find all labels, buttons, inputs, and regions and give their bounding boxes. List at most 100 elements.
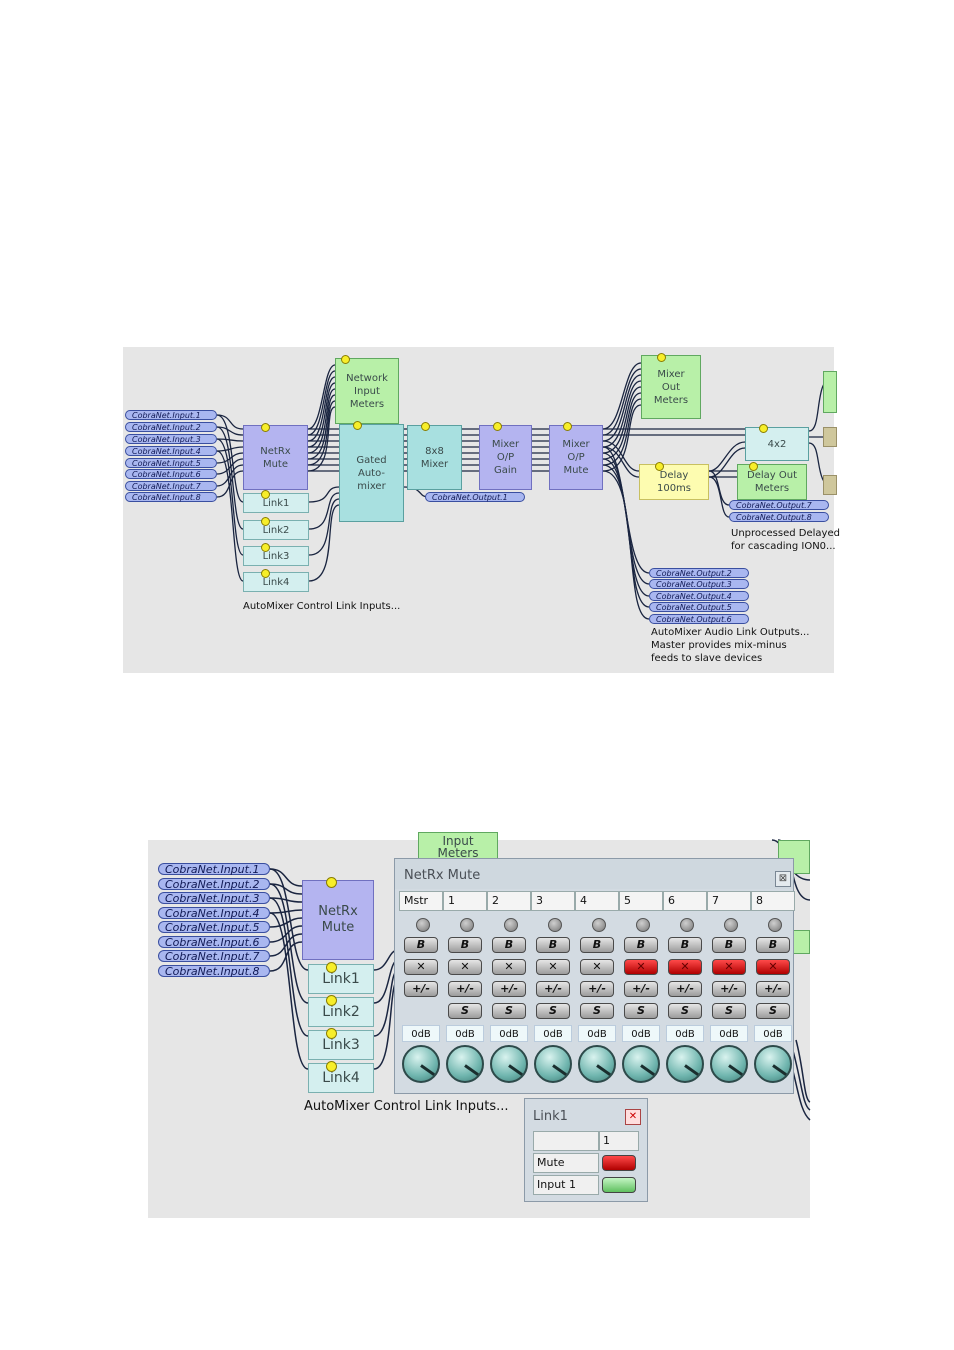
cobranet-input-pin[interactable]: CobraNet.Input.8 — [158, 965, 270, 977]
mute-button[interactable]: ✕ — [580, 959, 614, 975]
link3-block[interactable]: Link3 — [308, 1030, 374, 1060]
mixer-out-meters-block[interactable]: Mixer Out Meters — [641, 355, 701, 419]
mute-button[interactable]: ✕ — [756, 959, 790, 975]
cobranet-input-pin[interactable]: CobraNet.Input.2 — [158, 878, 270, 890]
matrix-4x2-block[interactable]: 4x2 — [745, 427, 809, 461]
solo-button[interactable]: S — [624, 1003, 658, 1019]
cobranet-input-pin[interactable]: CobraNet.Input.4 — [158, 907, 270, 919]
link2-block[interactable]: Link2 — [243, 520, 309, 540]
bypass-button[interactable]: B — [668, 937, 702, 953]
mute-button[interactable]: ✕ — [536, 959, 570, 975]
knob-pointer — [464, 1064, 479, 1076]
cobranet-output-pin[interactable]: CobraNet.Output.8 — [729, 512, 829, 522]
link3-block[interactable]: Link3 — [243, 546, 309, 566]
mute-button[interactable]: ✕ — [668, 959, 702, 975]
cobranet-input-pin[interactable]: CobraNet.Input.8 — [125, 492, 217, 502]
mute-button[interactable]: ✕ — [624, 959, 658, 975]
cobranet-input-pin[interactable]: CobraNet.Input.1 — [125, 410, 217, 420]
invert-button[interactable]: +/- — [668, 981, 702, 997]
link-mute-toggle[interactable] — [602, 1155, 636, 1171]
cobranet-output-pin[interactable]: CobraNet.Output.6 — [649, 614, 749, 624]
solo-button[interactable]: S — [448, 1003, 482, 1019]
invert-button[interactable]: +/- — [404, 981, 438, 997]
cobranet-input-pin[interactable]: CobraNet.Input.4 — [125, 446, 217, 456]
block-indicator-led — [563, 422, 572, 431]
offscreen-block[interactable] — [823, 475, 837, 495]
solo-button[interactable]: S — [712, 1003, 746, 1019]
mixer-8x8-block[interactable]: 8x8 Mixer — [407, 425, 462, 490]
cobranet-input-pin[interactable]: CobraNet.Input.7 — [125, 481, 217, 491]
bypass-button[interactable]: B — [404, 937, 438, 953]
close-icon[interactable]: ✕ — [625, 1109, 641, 1125]
cobranet-input-pin[interactable]: CobraNet.Input.6 — [158, 936, 270, 948]
cobranet-input-pin[interactable]: CobraNet.Input.1 — [158, 863, 270, 875]
link4-block[interactable]: Link4 — [308, 1063, 374, 1093]
link1-block[interactable]: Link1 — [243, 493, 309, 513]
offscreen-block[interactable] — [823, 427, 837, 447]
invert-button[interactable]: +/- — [624, 981, 658, 997]
solo-button[interactable]: S — [536, 1003, 570, 1019]
solo-button[interactable]: S — [580, 1003, 614, 1019]
invert-button[interactable]: +/- — [712, 981, 746, 997]
gain-knob[interactable] — [578, 1045, 616, 1083]
gated-automixer-block[interactable]: Gated Auto- mixer — [339, 424, 404, 522]
bypass-button[interactable]: B — [624, 937, 658, 953]
invert-button[interactable]: +/- — [580, 981, 614, 997]
gain-knob[interactable] — [710, 1045, 748, 1083]
gain-knob[interactable] — [446, 1045, 484, 1083]
invert-button[interactable]: +/- — [448, 981, 482, 997]
link4-block[interactable]: Link4 — [243, 572, 309, 592]
cobranet-input-pin[interactable]: CobraNet.Input.5 — [158, 921, 270, 933]
close-icon[interactable]: ⊠ — [775, 871, 791, 887]
link2-block[interactable]: Link2 — [308, 997, 374, 1027]
bypass-button[interactable]: B — [712, 937, 746, 953]
gain-knob[interactable] — [666, 1045, 704, 1083]
window-titlebar[interactable] — [395, 859, 793, 889]
bypass-button[interactable]: B — [536, 937, 570, 953]
delay-out-meters-block[interactable]: Delay Out Meters — [737, 464, 807, 500]
mute-button[interactable]: ✕ — [448, 959, 482, 975]
delay-block[interactable]: Delay 100ms — [639, 464, 709, 500]
cobranet-output-pin[interactable]: CobraNet.Output.7 — [729, 500, 829, 510]
bypass-button[interactable]: B — [580, 937, 614, 953]
cobranet-output-pin[interactable]: CobraNet.Output.3 — [649, 579, 749, 589]
gain-knob[interactable] — [622, 1045, 660, 1083]
netrx-mute-block[interactable]: NetRx Mute — [302, 880, 374, 960]
cobranet-output-pin[interactable]: CobraNet.Output.1 — [425, 492, 525, 502]
cobranet-input-pin[interactable]: CobraNet.Input.7 — [158, 950, 270, 962]
cobranet-output-pin[interactable]: CobraNet.Output.4 — [649, 591, 749, 601]
invert-button[interactable]: +/- — [492, 981, 526, 997]
mixer-op-mute-block[interactable]: Mixer O/P Mute — [549, 425, 603, 490]
invert-button[interactable]: +/- — [756, 981, 790, 997]
knob-pointer — [772, 1064, 787, 1076]
invert-button[interactable]: +/- — [536, 981, 570, 997]
cobranet-input-pin[interactable]: CobraNet.Input.2 — [125, 422, 217, 432]
solo-button[interactable]: S — [756, 1003, 790, 1019]
solo-button[interactable]: S — [668, 1003, 702, 1019]
network-input-meters-block[interactable]: Network Input Meters — [335, 358, 399, 424]
link-input-toggle[interactable] — [602, 1177, 636, 1193]
cobranet-input-pin[interactable]: CobraNet.Input.5 — [125, 458, 217, 468]
cobranet-input-pin[interactable]: CobraNet.Input.3 — [158, 892, 270, 904]
mute-button[interactable]: ✕ — [492, 959, 526, 975]
gain-knob[interactable] — [534, 1045, 572, 1083]
cobranet-input-pin[interactable]: CobraNet.Input.3 — [125, 434, 217, 444]
mixer-op-gain-block[interactable]: Mixer O/P Gain — [479, 425, 532, 490]
bypass-button[interactable]: B — [448, 937, 482, 953]
mute-button[interactable]: ✕ — [404, 959, 438, 975]
solo-button[interactable]: S — [492, 1003, 526, 1019]
bypass-button[interactable]: B — [492, 937, 526, 953]
cobranet-input-pin[interactable]: CobraNet.Input.6 — [125, 469, 217, 479]
bypass-button[interactable]: B — [756, 937, 790, 953]
netrx-mute-block[interactable]: NetRx Mute — [243, 425, 308, 490]
link1-block[interactable]: Link1 — [308, 964, 374, 994]
gain-knob[interactable] — [754, 1045, 792, 1083]
gain-knob[interactable] — [402, 1045, 440, 1083]
mute-button[interactable]: ✕ — [712, 959, 746, 975]
gain-knob[interactable] — [490, 1045, 528, 1083]
cobranet-output-pin[interactable]: CobraNet.Output.2 — [649, 568, 749, 578]
input-meters-block[interactable]: Input Meters — [418, 832, 498, 862]
cobranet-output-pin[interactable]: CobraNet.Output.5 — [649, 602, 749, 612]
offscreen-meters-block[interactable] — [823, 371, 837, 413]
gain-readout: 0dB — [402, 1025, 440, 1042]
